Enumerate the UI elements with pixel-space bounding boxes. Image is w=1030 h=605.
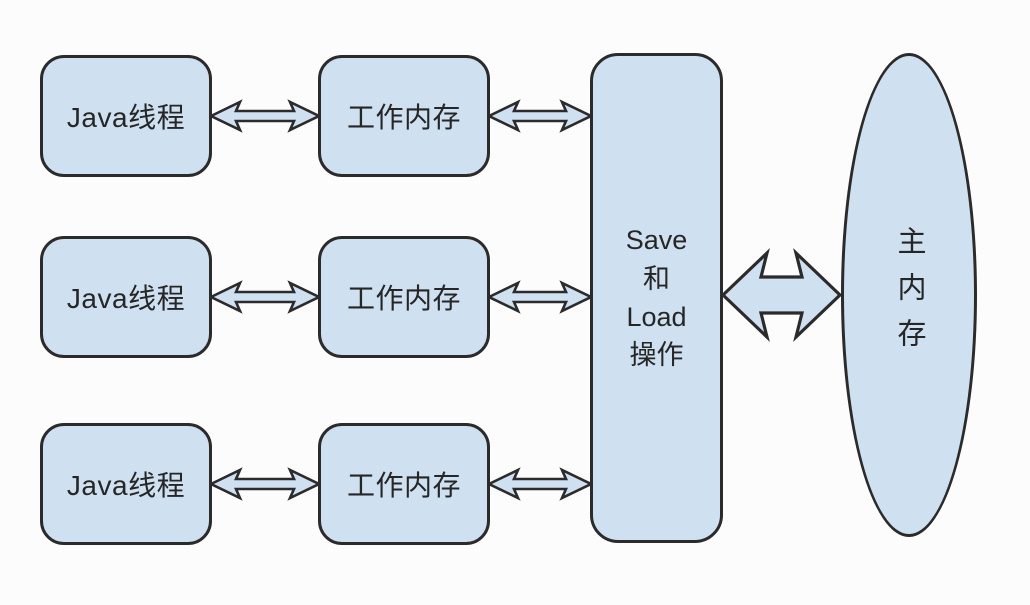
working-memory-box-2: 工作内存 xyxy=(318,236,490,358)
save-load-line: Save xyxy=(625,225,688,256)
java-thread-label: Java线程 xyxy=(66,283,186,314)
double-arrow-icon xyxy=(210,467,320,501)
double-arrow-icon xyxy=(210,280,320,314)
working-memory-label: 工作内存 xyxy=(346,283,461,314)
double-arrow-icon xyxy=(488,467,592,501)
java-thread-label: Java线程 xyxy=(66,102,186,133)
java-thread-label: Java线程 xyxy=(66,470,186,501)
working-memory-box-1: 工作内存 xyxy=(318,55,490,177)
double-arrow-icon xyxy=(488,99,592,133)
double-arrow-icon xyxy=(488,280,592,314)
java-thread-box-1: Java线程 xyxy=(40,55,212,177)
save-load-line: 和 xyxy=(643,263,670,294)
save-load-line: 操作 xyxy=(629,340,684,371)
save-load-operations-box: Save 和 Load 操作 xyxy=(590,53,723,543)
double-arrow-icon xyxy=(210,99,320,133)
double-arrow-icon xyxy=(721,248,842,342)
java-thread-box-3: Java线程 xyxy=(40,423,212,545)
working-memory-label: 工作内存 xyxy=(346,102,461,133)
main-memory-label: 主内存 xyxy=(893,226,925,364)
save-load-line: Load xyxy=(626,302,687,332)
main-memory-ellipse: 主内存 xyxy=(841,53,977,537)
working-memory-label: 工作内存 xyxy=(346,470,461,501)
working-memory-box-3: 工作内存 xyxy=(318,423,490,545)
java-thread-box-2: Java线程 xyxy=(40,236,212,358)
